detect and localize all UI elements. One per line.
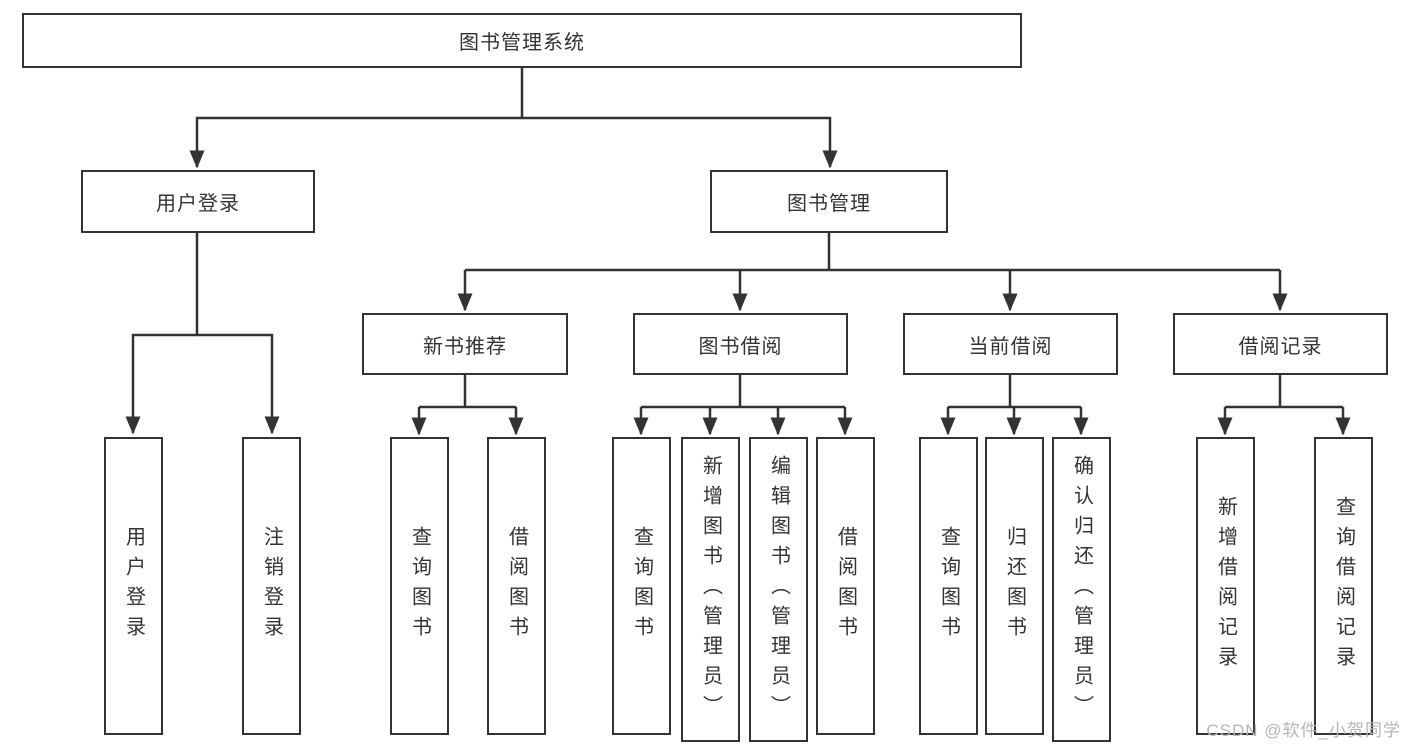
leaf-borrow-add-books-admin-label: 新增图书（管理员） [699, 454, 722, 725]
leaf-current-query-books-label: 查询图书 [937, 526, 960, 646]
leaf-borrow-edit-books-admin-label: 编辑图书（管理员） [767, 454, 790, 725]
node-current-borrow: 当前借阅 [903, 313, 1118, 375]
leaf-newbook-borrow-books-label: 借阅图书 [505, 526, 528, 646]
leaf-logout: 注销登录 [242, 437, 301, 735]
node-book-borrow: 图书借阅 [633, 313, 848, 375]
leaf-user-login: 用户登录 [104, 437, 163, 735]
leaf-borrow-query-books-label: 查询图书 [630, 526, 653, 646]
leaf-newbook-query-books: 查询图书 [390, 437, 449, 735]
leaf-records-add-record-label: 新增借阅记录 [1214, 496, 1237, 676]
watermark-text: CSDN @软件_小贺同学 [1206, 721, 1401, 740]
node-new-book-recommend: 新书推荐 [362, 313, 568, 375]
node-borrow-records: 借阅记录 [1173, 313, 1388, 375]
leaf-current-return-books-label: 归还图书 [1003, 526, 1026, 646]
leaf-current-confirm-return-admin-label: 确认归还（管理员） [1070, 454, 1093, 725]
node-book-management: 图书管理 [710, 170, 948, 233]
leaf-records-query-record: 查询借阅记录 [1314, 437, 1373, 735]
node-library-system: 图书管理系统 [22, 13, 1022, 68]
leaf-newbook-query-books-label: 查询图书 [408, 526, 431, 646]
leaf-logout-label: 注销登录 [260, 526, 283, 646]
leaf-current-confirm-return-admin: 确认归还（管理员） [1052, 437, 1111, 742]
leaf-borrow-borrow-books-label: 借阅图书 [834, 526, 857, 646]
leaf-borrow-edit-books-admin: 编辑图书（管理员） [749, 437, 808, 742]
leaf-borrow-borrow-books: 借阅图书 [816, 437, 875, 735]
leaf-user-login-label: 用户登录 [122, 526, 145, 646]
leaf-records-add-record: 新增借阅记录 [1196, 437, 1255, 735]
leaf-records-query-record-label: 查询借阅记录 [1332, 496, 1355, 676]
leaf-current-return-books: 归还图书 [985, 437, 1044, 735]
leaf-borrow-add-books-admin: 新增图书（管理员） [681, 437, 740, 742]
node-user-login: 用户登录 [81, 170, 315, 233]
leaf-borrow-query-books: 查询图书 [612, 437, 671, 735]
leaf-newbook-borrow-books: 借阅图书 [487, 437, 546, 735]
leaf-current-query-books: 查询图书 [919, 437, 978, 735]
